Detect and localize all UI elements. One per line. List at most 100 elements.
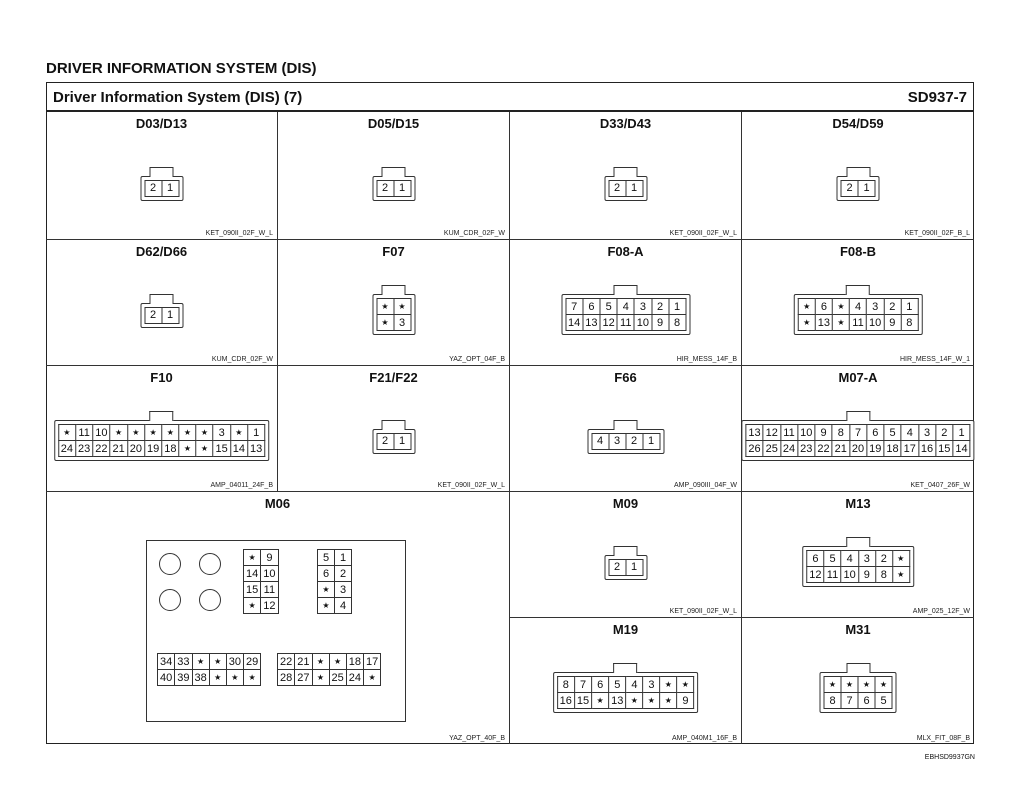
pin: 3 <box>857 550 876 567</box>
pin: 30 <box>225 653 245 670</box>
connector-name: M07-A <box>838 370 878 385</box>
pin: 23 <box>74 440 94 457</box>
pin: 10 <box>633 314 653 331</box>
unused-pin: ★ <box>659 692 678 709</box>
pin: 10 <box>92 424 111 441</box>
unused-pin: ★ <box>109 424 128 441</box>
unused-pin: ★ <box>161 424 180 441</box>
pin: 6 <box>806 550 825 567</box>
pin: 1 <box>952 424 971 441</box>
pin: 39 <box>174 669 193 686</box>
pin: 2 <box>874 550 893 567</box>
page-title: DRIVER INFORMATION SYSTEM (DIS) <box>46 60 317 77</box>
unused-pin: ★ <box>229 424 249 441</box>
unused-pin: ★ <box>208 653 227 670</box>
pin: 1 <box>246 424 266 441</box>
pin: 14 <box>229 440 249 457</box>
pin: 5 <box>823 550 842 567</box>
pin: 3 <box>393 314 411 331</box>
unused-pin: ★ <box>676 676 695 693</box>
pin: 14 <box>242 565 262 582</box>
pin: 4 <box>625 676 644 693</box>
connector-name: F08-A <box>607 244 644 259</box>
latch-icon <box>381 419 406 430</box>
pin: 10 <box>865 314 885 331</box>
pin: 13 <box>745 424 764 441</box>
pin: 24 <box>345 669 365 686</box>
pin: 4 <box>616 298 635 315</box>
connector-housing: ★★★3 <box>372 285 415 335</box>
unused-pin: ★ <box>225 669 245 686</box>
pin: 4 <box>591 432 609 450</box>
pin: 9 <box>814 424 833 441</box>
pin: 18 <box>883 440 902 457</box>
pin: 7 <box>848 424 868 441</box>
pin: 26 <box>745 440 764 457</box>
pin-grid: ★★★3 <box>376 298 411 331</box>
connector-name: M31 <box>845 622 871 637</box>
connector-name: F66 <box>614 370 637 385</box>
latch-icon <box>846 411 870 421</box>
unused-pin: ★ <box>874 676 893 693</box>
pin: 6 <box>866 424 885 441</box>
pin: 2 <box>144 306 162 324</box>
pin: 6 <box>857 692 876 709</box>
pin: 5 <box>608 676 627 693</box>
pin: 25 <box>762 440 781 457</box>
latch-icon <box>613 545 638 556</box>
unused-pin: ★ <box>143 424 163 441</box>
pin: 22 <box>814 440 833 457</box>
pin: 19 <box>866 440 885 457</box>
cavity-circle-icon <box>159 589 181 611</box>
unused-pin: ★ <box>642 692 661 709</box>
unused-pin: ★ <box>840 676 859 693</box>
unused-pin: ★ <box>891 566 910 583</box>
pin: 1 <box>334 549 352 566</box>
pin: 2 <box>935 424 954 441</box>
unused-pin: ★ <box>195 440 214 457</box>
connector-part-code: AMP_090III_04F_W <box>673 482 737 489</box>
pin: 24 <box>779 440 799 457</box>
connector-name: M13 <box>845 496 871 511</box>
pin: 28 <box>276 669 296 686</box>
pin: 3 <box>334 581 352 598</box>
pin: 5 <box>599 298 618 315</box>
unused-pin: ★ <box>376 298 394 315</box>
connector-name: M09 <box>612 496 639 511</box>
pin: 1 <box>900 298 919 315</box>
pin: 6 <box>814 298 834 315</box>
pin: 13 <box>814 314 834 331</box>
diagram-code: SD937-7 <box>907 89 967 106</box>
connector-name: F10 <box>150 370 173 385</box>
latch-icon <box>613 285 638 295</box>
pin: 5 <box>883 424 902 441</box>
connector-name: M19 <box>612 622 639 637</box>
pin: 13 <box>608 692 627 709</box>
connector-name: F21/F22 <box>369 370 418 385</box>
pin: 4 <box>840 550 859 567</box>
latch-icon <box>846 166 870 177</box>
